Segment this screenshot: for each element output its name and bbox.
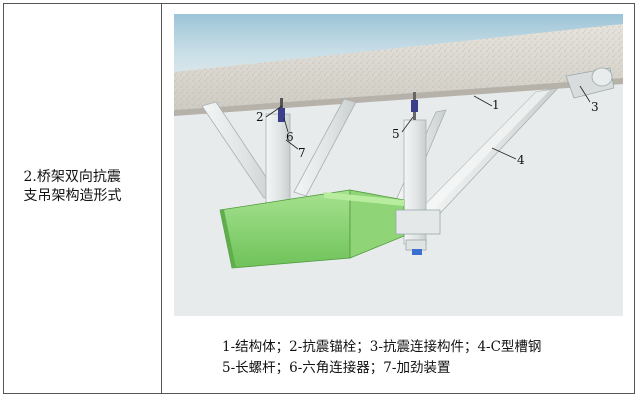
cable-tray-end [349, 189, 405, 259]
caption-line-1: 2.桥架双向抗震 [23, 168, 121, 185]
figure-cell: 2 6 7 5 1 4 3 1-结构体；2-抗震锚栓；3-抗震连接构件；4-C型… [162, 4, 634, 393]
component-legend: 1-结构体；2-抗震锚栓；3-抗震连接构件；4-C型槽钢 5-长螺杆；6-六角连… [222, 337, 541, 379]
callout-4: 4 [517, 153, 525, 167]
hex-connector-left [278, 108, 285, 122]
blue-fitting [412, 249, 422, 255]
callout-1: 1 [492, 98, 500, 112]
legend-line-2: 5-长螺杆；6-六角连接器；7-加劲装置 [222, 360, 451, 376]
illustration-svg: 2 6 7 5 1 4 3 [174, 14, 623, 316]
brace-mid-left [293, 98, 357, 197]
legend-line-1: 1-结构体；2-抗震锚栓；3-抗震连接构件；4-C型槽钢 [222, 339, 542, 355]
callout-7: 7 [298, 146, 306, 160]
bottom-bracket [395, 209, 441, 235]
column-divider [161, 4, 162, 393]
hex-connector-right [411, 100, 418, 112]
caption-cell: 2.桥架双向抗震 支吊架构造形式 [4, 4, 161, 393]
slab-underside [174, 78, 623, 116]
support-hanger-illustration: 2 6 7 5 1 4 3 [174, 14, 623, 316]
callout-6: 6 [286, 130, 294, 144]
callout-5: 5 [392, 127, 400, 141]
callout-2: 2 [256, 110, 264, 124]
caption-line-2: 支吊架构造形式 [23, 187, 122, 204]
callout-3: 3 [591, 100, 599, 114]
document-table: 2.桥架双向抗震 支吊架构造形式 [3, 3, 635, 394]
leader-lines [265, 85, 591, 160]
figure-caption: 2.桥架双向抗震 支吊架构造形式 [24, 168, 142, 206]
